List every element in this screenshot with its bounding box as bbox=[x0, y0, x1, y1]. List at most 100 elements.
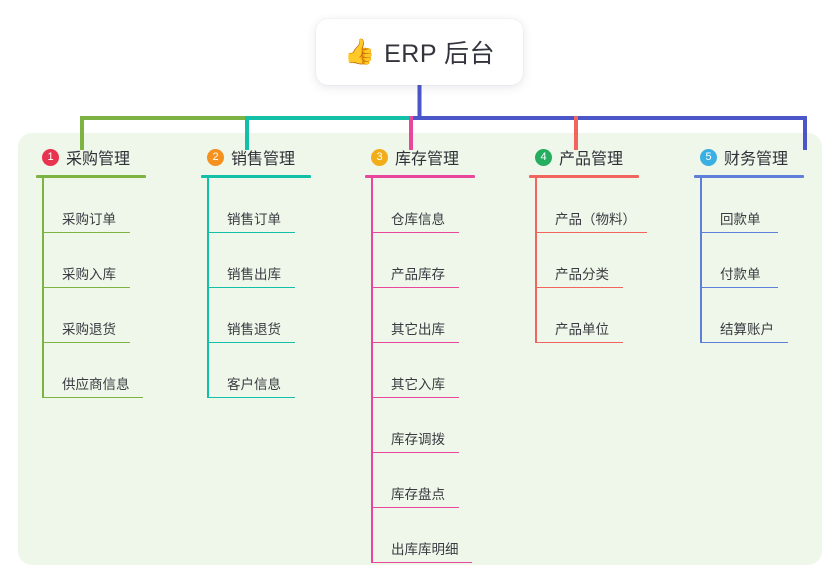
branch-item[interactable]: 客户信息 bbox=[201, 343, 311, 398]
branch-item-label: 产品单位 bbox=[555, 322, 609, 337]
branch-title: 财务管理 bbox=[724, 151, 789, 168]
branch-number-badge: 1 bbox=[42, 148, 59, 166]
branch-item[interactable]: 出库库明细 bbox=[365, 508, 475, 563]
branch-item-rule bbox=[207, 231, 295, 233]
branch-item-label: 库存调拨 bbox=[391, 432, 445, 447]
branch-item-label: 销售出库 bbox=[227, 267, 281, 282]
root-node[interactable]: 👍 ERP 后台 bbox=[316, 19, 523, 85]
branch-item-rule bbox=[700, 341, 788, 343]
branch-item[interactable]: 库存调拨 bbox=[365, 398, 475, 453]
branch-item[interactable]: 销售出库 bbox=[201, 233, 311, 288]
branch-items: 采购订单采购入库采购退货供应商信息 bbox=[36, 178, 146, 398]
branch-item-label: 其它出库 bbox=[391, 322, 445, 337]
branch-item[interactable]: 其它出库 bbox=[365, 288, 475, 343]
branch-item-rule bbox=[207, 286, 295, 288]
branch-spine bbox=[371, 178, 373, 563]
branch-item-rule bbox=[700, 231, 778, 233]
branch-column-3: 3 库存管理仓库信息产品库存其它出库其它入库库存调拨库存盘点出库库明细 bbox=[365, 146, 475, 563]
branch-item[interactable]: 结算账户 bbox=[694, 288, 804, 343]
branch-item-label: 回款单 bbox=[720, 212, 761, 227]
branch-item-label: 结算账户 bbox=[720, 322, 774, 337]
branch-item-label: 采购退货 bbox=[62, 322, 116, 337]
branch-spine bbox=[42, 178, 44, 398]
branch-number-badge: 5 bbox=[700, 148, 717, 166]
branch-item[interactable]: 产品库存 bbox=[365, 233, 475, 288]
branch-item[interactable]: 仓库信息 bbox=[365, 178, 475, 233]
branch-item-label: 库存盘点 bbox=[391, 487, 445, 502]
branch-item-label: 产品库存 bbox=[391, 267, 445, 282]
branch-item-rule bbox=[535, 286, 623, 288]
branch-item[interactable]: 付款单 bbox=[694, 233, 804, 288]
branch-item[interactable]: 采购入库 bbox=[36, 233, 146, 288]
branch-number-badge: 3 bbox=[371, 148, 388, 166]
branch-header-2[interactable]: 2 销售管理 bbox=[207, 146, 311, 168]
branch-item[interactable]: 产品（物料） bbox=[529, 178, 647, 233]
branch-header-4[interactable]: 4 产品管理 bbox=[535, 146, 639, 168]
branch-number-badge: 2 bbox=[207, 148, 224, 166]
branch-item[interactable]: 库存盘点 bbox=[365, 453, 475, 508]
branch-item-label: 销售订单 bbox=[227, 212, 281, 227]
branch-title: 采购管理 bbox=[66, 151, 131, 168]
branch-item[interactable]: 产品分类 bbox=[529, 233, 639, 288]
branch-item-rule bbox=[371, 286, 459, 288]
branch-items: 仓库信息产品库存其它出库其它入库库存调拨库存盘点出库库明细 bbox=[365, 178, 475, 563]
branch-item-label: 其它入库 bbox=[391, 377, 445, 392]
branch-item[interactable]: 采购订单 bbox=[36, 178, 146, 233]
branch-item[interactable]: 回款单 bbox=[694, 178, 804, 233]
branch-header-rule bbox=[529, 175, 639, 178]
branch-item-rule bbox=[371, 396, 459, 398]
branch-item[interactable]: 销售退货 bbox=[201, 288, 311, 343]
branch-item[interactable]: 产品单位 bbox=[529, 288, 639, 343]
branch-column-2: 2 销售管理销售订单销售出库销售退货客户信息 bbox=[201, 146, 311, 398]
branch-header-1[interactable]: 1 采购管理 bbox=[42, 146, 146, 168]
branch-item-rule bbox=[371, 561, 472, 563]
branch-item-rule bbox=[207, 341, 295, 343]
branch-column-4: 4 产品管理产品（物料） 产品分类产品单位 bbox=[529, 146, 647, 343]
branch-item-rule bbox=[207, 396, 295, 398]
branch-item-rule bbox=[371, 231, 459, 233]
thumbs-up-icon: 👍 bbox=[343, 37, 376, 66]
branch-items: 销售订单销售出库销售退货客户信息 bbox=[201, 178, 311, 398]
branch-item-label: 客户信息 bbox=[227, 377, 281, 392]
branch-header-rule bbox=[201, 175, 311, 178]
branch-item-rule bbox=[42, 231, 130, 233]
branch-column-5: 5 财务管理回款单付款单结算账户 bbox=[694, 146, 804, 343]
branch-number-badge: 4 bbox=[535, 148, 552, 166]
branch-item-label: 采购入库 bbox=[62, 267, 116, 282]
branch-item-label: 供应商信息 bbox=[62, 377, 130, 392]
branch-item-label: 销售退货 bbox=[227, 322, 281, 337]
branch-item-rule bbox=[42, 341, 130, 343]
branch-item-rule bbox=[42, 286, 130, 288]
branch-spine bbox=[700, 178, 702, 343]
branch-item-rule bbox=[371, 341, 459, 343]
branch-header-5[interactable]: 5 财务管理 bbox=[700, 146, 804, 168]
branch-header-rule bbox=[36, 175, 146, 178]
branch-item[interactable]: 采购退货 bbox=[36, 288, 146, 343]
branch-item[interactable]: 其它入库 bbox=[365, 343, 475, 398]
branch-item-rule bbox=[371, 506, 459, 508]
branch-item-label: 采购订单 bbox=[62, 212, 116, 227]
branch-item-label: 仓库信息 bbox=[391, 212, 445, 227]
branch-item-rule bbox=[371, 451, 459, 453]
branch-header-rule bbox=[365, 175, 475, 178]
branch-item-label: 产品分类 bbox=[555, 267, 609, 282]
branch-items: 回款单付款单结算账户 bbox=[694, 178, 804, 343]
branch-title: 产品管理 bbox=[559, 151, 624, 168]
branch-item-label: 付款单 bbox=[720, 267, 761, 282]
branch-item-rule bbox=[535, 231, 647, 233]
branch-column-1: 1 采购管理采购订单采购入库采购退货供应商信息 bbox=[36, 146, 146, 398]
branch-header-3[interactable]: 3 库存管理 bbox=[371, 146, 475, 168]
branch-spine bbox=[535, 178, 537, 343]
branch-header-rule bbox=[694, 175, 804, 178]
branch-item-rule bbox=[535, 341, 623, 343]
branch-items: 产品（物料） 产品分类产品单位 bbox=[529, 178, 647, 343]
branch-item-rule bbox=[700, 286, 778, 288]
branch-title: 库存管理 bbox=[395, 151, 460, 168]
root-title: ERP 后台 bbox=[384, 40, 496, 68]
branch-spine bbox=[207, 178, 209, 398]
branch-item[interactable]: 销售订单 bbox=[201, 178, 311, 233]
branch-item-label: 产品（物料） bbox=[555, 212, 636, 227]
branch-item[interactable]: 供应商信息 bbox=[36, 343, 146, 398]
branch-title: 销售管理 bbox=[231, 151, 296, 168]
